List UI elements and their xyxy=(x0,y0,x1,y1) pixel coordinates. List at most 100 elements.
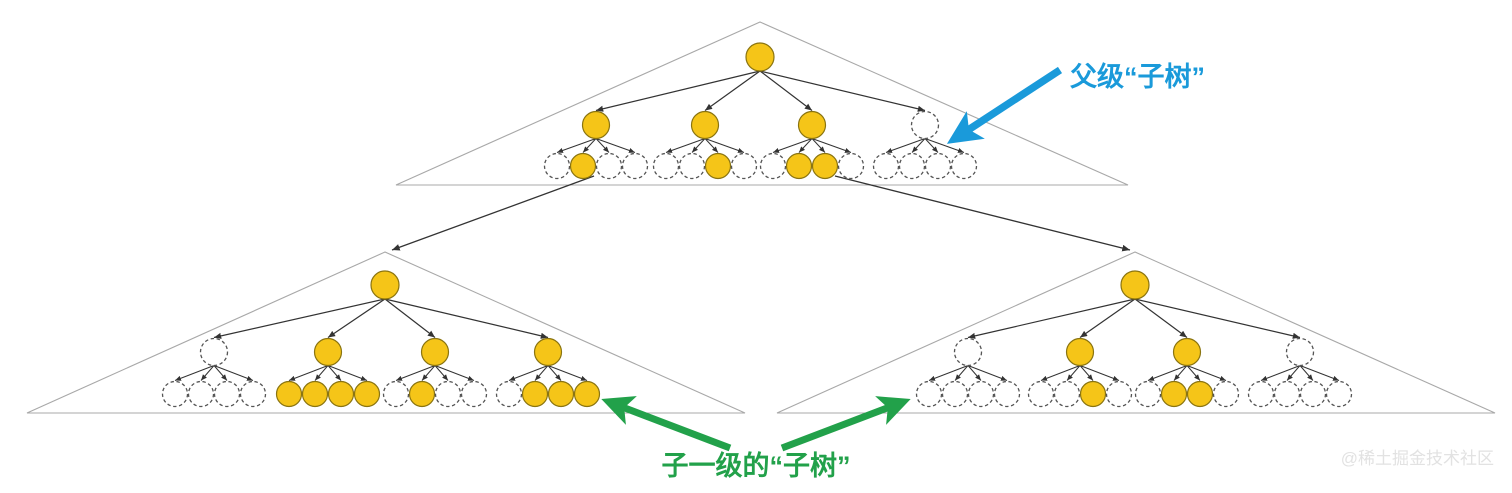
tree-node-leaf-parent-subtree-1-0 xyxy=(652,152,680,180)
watermark-text: @稀土掘金技术社区 xyxy=(1341,449,1494,468)
tree-node-leaf-parent-subtree-0-2 xyxy=(595,152,623,180)
tree-edge xyxy=(954,365,969,381)
tree-node-leaf-child-subtree-right-0-0 xyxy=(915,380,943,408)
tree-node-leaf-child-subtree-left-1-1 xyxy=(301,380,329,408)
tree-node-level2-child-subtree-left-2 xyxy=(420,337,450,367)
tree-edge xyxy=(174,365,215,381)
tree-edge xyxy=(772,138,813,153)
tree-edge xyxy=(911,138,926,153)
cross-link-parent-leaf-to-right-child-subtree xyxy=(834,175,1131,252)
tree-node-leaf-child-subtree-left-1-2 xyxy=(327,380,355,408)
tree-edge xyxy=(395,365,436,381)
tree-node-leaf-parent-subtree-3-1 xyxy=(898,152,926,180)
tree-node-leaf-parent-subtree-1-2 xyxy=(704,152,732,180)
tree-edge xyxy=(811,138,852,153)
tree-edge xyxy=(288,365,329,381)
tree-node-level2-child-subtree-left-1 xyxy=(313,337,343,367)
tree-node-leaf-child-subtree-right-1-3 xyxy=(1105,380,1133,408)
tree-edge xyxy=(595,70,761,112)
tree-node-level2-parent-subtree-0 xyxy=(581,110,611,140)
tree-node-leaf-child-subtree-right-3-1 xyxy=(1273,380,1301,408)
tree-edge xyxy=(1079,298,1136,338)
tree-edge xyxy=(665,138,706,153)
tree-node-leaf-child-subtree-left-0-3 xyxy=(239,380,267,408)
tree-node-level2-parent-subtree-2 xyxy=(797,110,827,140)
tree-edge xyxy=(1147,365,1188,381)
tree-node-leaf-child-subtree-right-0-1 xyxy=(941,380,969,408)
tree-node-level2-child-subtree-right-3 xyxy=(1285,337,1315,367)
tree-node-leaf-child-subtree-right-0-3 xyxy=(993,380,1021,408)
tree-node-leaf-child-subtree-left-2-0 xyxy=(382,380,410,408)
tree-node-leaf-child-subtree-right-1-2 xyxy=(1079,380,1107,408)
tree-edge xyxy=(327,365,342,381)
tree-node-leaf-child-subtree-left-2-2 xyxy=(434,380,462,408)
tree-edge xyxy=(213,298,386,339)
tree-node-leaf-child-subtree-left-3-1 xyxy=(521,380,549,408)
tree-node-leaf-child-subtree-left-0-1 xyxy=(187,380,215,408)
cross-link-parent-leaf-to-left-child-subtree xyxy=(391,175,595,251)
tree-edge xyxy=(547,365,588,381)
tree-edge xyxy=(1186,365,1201,381)
tree-edge xyxy=(1260,365,1301,381)
subtree-triangle-child-subtree-right xyxy=(776,251,1496,414)
tree-edge xyxy=(691,138,706,153)
tree-node-root-parent-subtree xyxy=(745,42,775,72)
tree-edge xyxy=(798,138,813,153)
tree-edge xyxy=(595,138,610,153)
tree-edge xyxy=(1079,365,1120,381)
tree-node-leaf-child-subtree-left-1-0 xyxy=(275,380,303,408)
tree-edge xyxy=(811,138,826,153)
tree-node-root-child-subtree-right xyxy=(1120,270,1150,300)
tree-node-leaf-parent-subtree-2-1 xyxy=(785,152,813,180)
tree-node-leaf-parent-subtree-1-3 xyxy=(730,152,758,180)
tree-edge xyxy=(759,70,926,112)
tree-edge xyxy=(967,298,1136,339)
tree-node-leaf-child-subtree-right-3-0 xyxy=(1247,380,1275,408)
tree-edge xyxy=(967,365,1008,381)
tree-node-leaf-child-subtree-left-1-3 xyxy=(353,380,381,408)
tree-edge xyxy=(1299,365,1314,381)
tree-node-leaf-child-subtree-right-3-2 xyxy=(1299,380,1327,408)
tree-nodes xyxy=(161,42,1353,408)
child-subtree-arrow-left xyxy=(601,396,732,452)
tree-edge xyxy=(759,70,813,111)
tree-edge xyxy=(595,138,636,153)
tree-node-leaf-child-subtree-right-1-0 xyxy=(1027,380,1055,408)
tree-node-level2-child-subtree-left-3 xyxy=(533,337,563,367)
tree-edge xyxy=(924,138,939,153)
tree-edge xyxy=(1134,298,1188,338)
tree-node-leaf-child-subtree-right-0-2 xyxy=(967,380,995,408)
tree-node-level2-parent-subtree-1 xyxy=(690,110,720,140)
annotation-label-parent-subtree: 父级“子树” xyxy=(1070,61,1205,92)
tree-node-root-child-subtree-left xyxy=(370,270,400,300)
tree-node-leaf-parent-subtree-0-0 xyxy=(543,152,571,180)
tree-node-leaf-child-subtree-left-2-1 xyxy=(408,380,436,408)
tree-node-leaf-parent-subtree-2-0 xyxy=(759,152,787,180)
tree-edge xyxy=(384,298,549,339)
tree-edge xyxy=(1134,298,1301,339)
tree-node-leaf-child-subtree-right-2-1 xyxy=(1160,380,1188,408)
tree-node-leaf-parent-subtree-3-2 xyxy=(924,152,952,180)
tree-edge xyxy=(200,365,215,381)
subtree-triangle-child-subtree-left xyxy=(26,251,746,414)
tree-edge xyxy=(1299,365,1340,381)
tree-edge xyxy=(1186,365,1227,381)
tree-node-leaf-parent-subtree-1-1 xyxy=(678,152,706,180)
tree-edge xyxy=(384,298,436,338)
tree-edge xyxy=(704,138,719,153)
tree-node-leaf-child-subtree-left-3-0 xyxy=(495,380,523,408)
tree-edge xyxy=(928,365,969,381)
cross-subtree-links xyxy=(391,175,1131,252)
tree-edge xyxy=(327,298,386,338)
child-subtree-arrow-right xyxy=(780,396,911,452)
tree-node-level2-child-subtree-right-2 xyxy=(1172,337,1202,367)
tree-edge xyxy=(885,138,926,153)
tree-edge xyxy=(314,365,329,381)
tree-node-leaf-child-subtree-right-2-0 xyxy=(1134,380,1162,408)
tree-edge xyxy=(213,365,228,381)
tree-edge xyxy=(556,138,597,153)
tree-node-leaf-parent-subtree-2-3 xyxy=(837,152,865,180)
annotation-arrows xyxy=(601,66,1063,452)
